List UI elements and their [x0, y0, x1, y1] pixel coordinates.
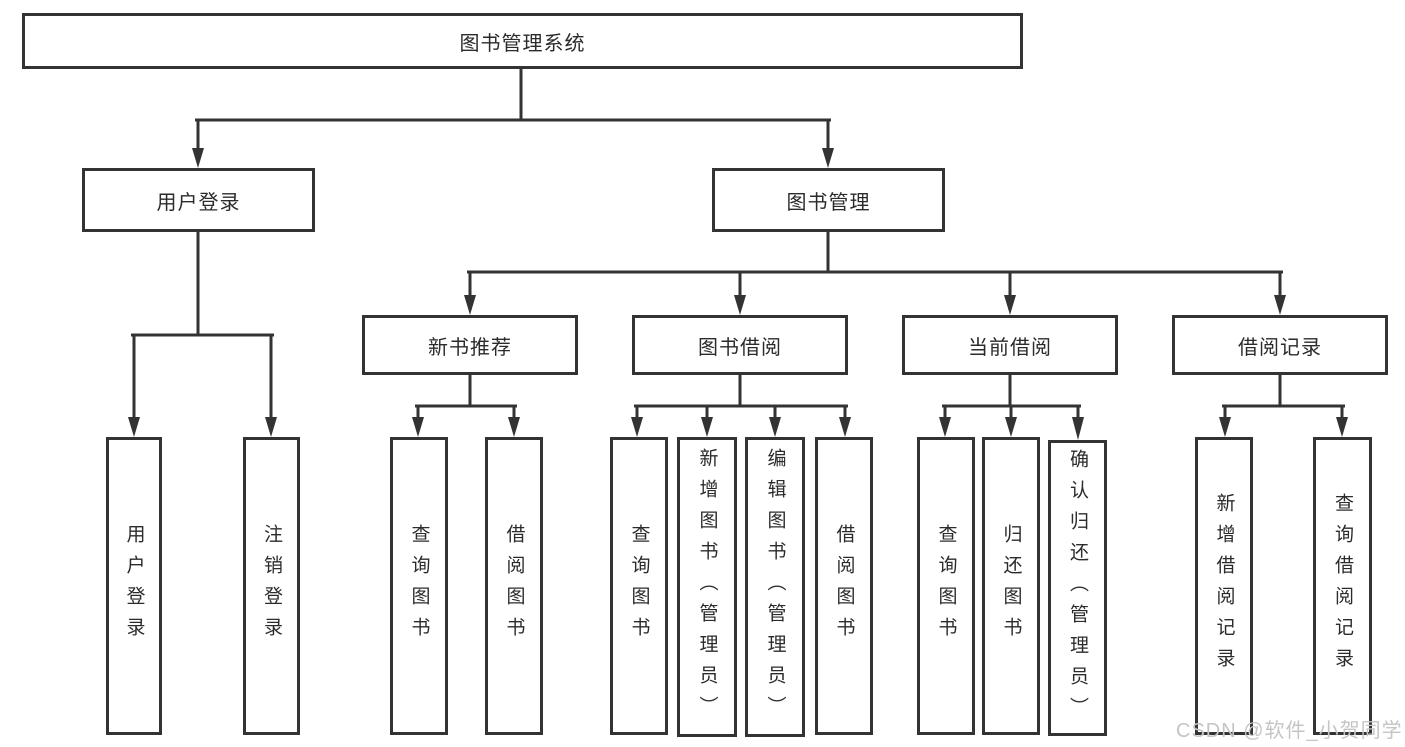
- leaf-label: 编辑图书（管理员）: [764, 447, 786, 727]
- leaf-query-books-borrowing: 查询图书: [610, 437, 668, 735]
- leaf-label: 用户登录: [123, 524, 145, 648]
- leaf-logout: 注销登录: [243, 437, 300, 735]
- leaf-label: 查询图书: [935, 524, 957, 648]
- leaf-query-borrow-record: 查询借阅记录: [1313, 437, 1372, 735]
- node-book-management: 图书管理: [712, 168, 945, 232]
- leaf-confirm-return-admin: 确认归还（管理员）: [1048, 440, 1107, 736]
- leaf-add-book-admin: 新增图书（管理员）: [677, 437, 737, 737]
- leaf-return-books: 归还图书: [982, 437, 1040, 735]
- leaf-label: 注销登录: [261, 524, 282, 648]
- node-label: 用户登录: [156, 191, 241, 214]
- leaf-label: 查询图书: [628, 524, 650, 648]
- leaf-label: 查询图书: [408, 524, 430, 648]
- node-book-borrowing: 图书借阅: [632, 315, 848, 375]
- leaf-edit-book-admin: 编辑图书（管理员）: [745, 437, 805, 737]
- node-label: 借阅记录: [1238, 336, 1322, 359]
- leaf-label: 归还图书: [1000, 524, 1022, 648]
- node-library-management-system: 图书管理系统: [22, 13, 1023, 69]
- leaf-label: 新增借阅记录: [1213, 493, 1235, 679]
- leaf-label: 确认归还（管理员）: [1067, 448, 1088, 728]
- leaf-label: 借阅图书: [503, 524, 525, 648]
- node-user-login: 用户登录: [82, 168, 315, 232]
- node-label: 当前借阅: [968, 336, 1052, 359]
- node-borrowing-records: 借阅记录: [1172, 315, 1388, 375]
- leaf-query-books-current: 查询图书: [917, 437, 975, 735]
- leaf-query-books-newbook: 查询图书: [390, 437, 448, 735]
- watermark-csdn: CSDN @软件_小贺同学: [1176, 720, 1403, 742]
- node-current-borrowing: 当前借阅: [902, 315, 1118, 375]
- node-new-book-recommend: 新书推荐: [362, 315, 578, 375]
- leaf-label: 新增图书（管理员）: [696, 447, 718, 727]
- leaf-label: 借阅图书: [833, 524, 855, 648]
- node-label: 图书管理: [786, 191, 871, 214]
- leaf-add-borrow-record: 新增借阅记录: [1195, 437, 1253, 735]
- node-label: 新书推荐: [428, 336, 512, 359]
- node-label: 图书管理系统: [459, 32, 586, 55]
- leaf-label: 查询借阅记录: [1332, 493, 1353, 679]
- node-label: 图书借阅: [698, 336, 782, 359]
- leaf-borrow-books-newbook: 借阅图书: [485, 437, 543, 735]
- leaf-user-login: 用户登录: [106, 437, 162, 735]
- leaf-borrow-books-borrowing: 借阅图书: [815, 437, 873, 735]
